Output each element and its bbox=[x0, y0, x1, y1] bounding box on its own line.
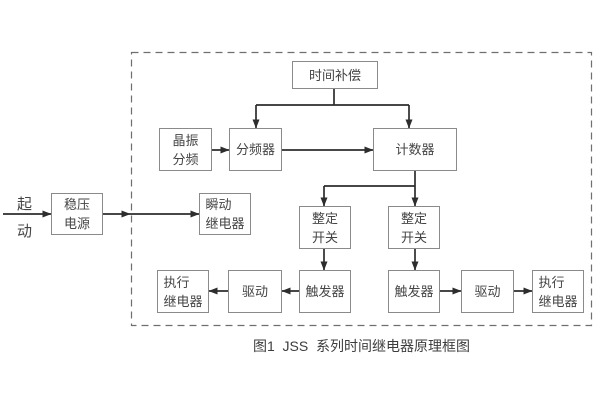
block-instant-relay: 瞬动 继电器 bbox=[199, 193, 251, 235]
block-crystal-divider-line2: 分频 bbox=[172, 151, 199, 167]
block-drive-right-label: 驱动 bbox=[474, 284, 501, 299]
start-label-char1: 起 bbox=[17, 196, 33, 213]
block-exec-relay-right-line1: 执行 bbox=[538, 274, 565, 290]
dashed-boundary bbox=[130, 51, 593, 327]
block-power-supply-line2: 电源 bbox=[63, 216, 90, 231]
block-crystal-divider-line1: 晶振 bbox=[172, 132, 199, 148]
block-exec-relay-left: 执行 继电器 bbox=[157, 270, 209, 313]
block-trigger-left-label: 触发器 bbox=[305, 284, 345, 299]
block-exec-relay-left-line1: 执行 bbox=[163, 274, 190, 290]
block-instant-relay-line2: 继电器 bbox=[205, 216, 245, 231]
block-exec-relay-right: 执行 继电器 bbox=[532, 270, 584, 313]
block-setting-switch-right-line2: 开关 bbox=[400, 229, 427, 245]
block-frequency-divider-label: 分频器 bbox=[235, 142, 275, 157]
block-setting-switch-left-line2: 开关 bbox=[311, 229, 338, 245]
block-drive-left: 驱动 bbox=[228, 270, 282, 313]
block-setting-switch-left: 整定 开关 bbox=[299, 206, 351, 249]
block-setting-switch-left-line1: 整定 bbox=[311, 210, 338, 226]
figure-caption: 图1 JSS 系列时间继电器原理框图 bbox=[252, 338, 471, 354]
block-frequency-divider: 分频器 bbox=[229, 128, 282, 171]
block-exec-relay-right-line2: 继电器 bbox=[538, 293, 578, 309]
block-trigger-right: 触发器 bbox=[388, 270, 440, 313]
block-power-supply: 稳压 电源 bbox=[51, 193, 103, 235]
block-instant-relay-line1: 瞬动 bbox=[205, 197, 232, 212]
block-crystal-divider: 晶振 分频 bbox=[159, 128, 212, 171]
block-time-compensation: 时间补偿 bbox=[292, 61, 378, 89]
start-label-char2: 动 bbox=[17, 223, 33, 240]
block-drive-right: 驱动 bbox=[461, 270, 514, 313]
block-drive-left-label: 驱动 bbox=[241, 284, 268, 299]
block-setting-switch-right-line1: 整定 bbox=[400, 210, 427, 226]
block-counter: 计数器 bbox=[373, 128, 457, 171]
block-time-compensation-label: 时间补偿 bbox=[308, 67, 361, 83]
block-counter-label: 计数器 bbox=[395, 142, 435, 157]
block-power-supply-line1: 稳压 bbox=[63, 197, 90, 212]
block-trigger-left: 触发器 bbox=[299, 270, 351, 313]
block-exec-relay-left-line2: 继电器 bbox=[163, 293, 203, 309]
block-trigger-right-label: 触发器 bbox=[394, 284, 434, 299]
block-setting-switch-right: 整定 开关 bbox=[388, 206, 440, 249]
